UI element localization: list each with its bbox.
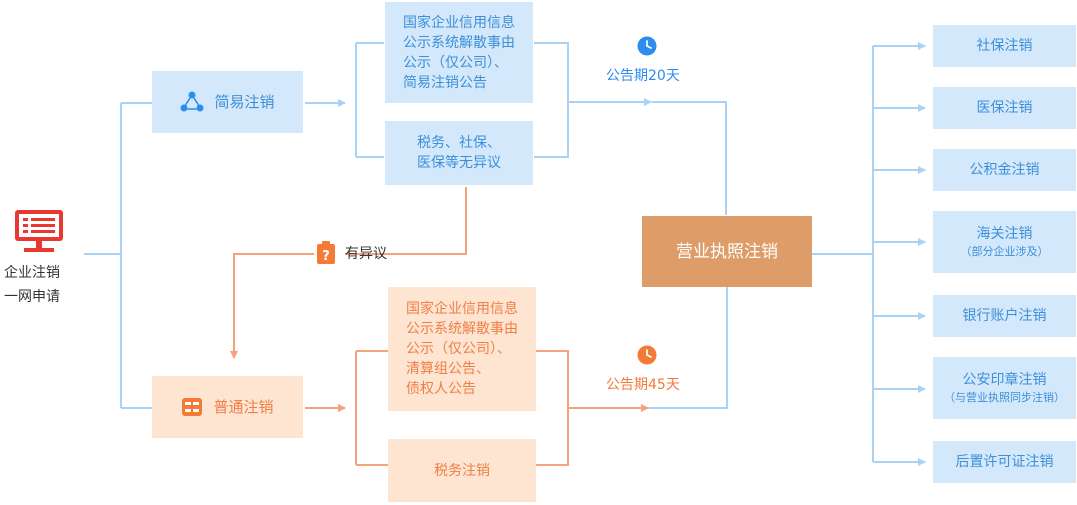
objection-label: 有异议 — [345, 246, 387, 262]
svg-text:?: ? — [322, 249, 330, 264]
process-icon — [181, 396, 203, 418]
outcome-label: 社保注销 — [976, 38, 1033, 54]
outcome-social-insurance[interactable]: 社保注销 — [933, 25, 1076, 67]
ordinary-cancellation-label: 普通注销 — [213, 398, 274, 416]
outcome-sublabel: （与营业执照同步注销） — [944, 391, 1065, 404]
outcome-post-license[interactable]: 后置许可证注销 — [933, 441, 1076, 483]
outcome-label: 海关注销 — [976, 226, 1033, 242]
outcome-police-seal[interactable]: 公安印章注销 （与营业执照同步注销） — [933, 357, 1076, 419]
start-label-line2: 一网申请 — [4, 289, 60, 305]
no-objection-box: 税务、社保、 医保等无异议 — [385, 121, 533, 185]
outcome-label: 公安印章注销 — [962, 372, 1047, 388]
clock-icon — [637, 36, 657, 60]
simple-notice-text: 国家企业信用信息 公示系统解散事由 公示（仅公司）、 简易注销公告 — [403, 14, 515, 91]
outcome-housing-fund[interactable]: 公积金注销 — [933, 149, 1076, 191]
start-label-line1: 企业注销 — [4, 265, 60, 281]
outcome-bank-account[interactable]: 银行账户注销 — [933, 295, 1076, 337]
simple-cancellation-box[interactable]: 简易注销 — [152, 71, 303, 133]
tax-cancellation-box: 税务注销 — [388, 439, 536, 502]
outcome-label: 公积金注销 — [969, 162, 1040, 178]
outcome-medical-insurance[interactable]: 医保注销 — [933, 87, 1076, 129]
outcome-sublabel: （部分企业涉及） — [960, 245, 1049, 258]
outcome-customs[interactable]: 海关注销 （部分企业涉及） — [933, 211, 1076, 273]
simple-notice-box: 国家企业信用信息 公示系统解散事由 公示（仅公司）、 简易注销公告 — [385, 2, 533, 103]
ordinary-period-label: 公告期45天 — [606, 377, 680, 393]
outcome-label: 后置许可证注销 — [955, 454, 1054, 470]
simple-cancellation-label: 简易注销 — [214, 93, 275, 111]
license-cancellation-label: 营业执照注销 — [676, 241, 778, 262]
outcome-label: 医保注销 — [976, 100, 1033, 116]
outcome-label: 银行账户注销 — [962, 308, 1047, 324]
nodes-icon — [180, 91, 204, 113]
clipboard-question-icon: ? — [316, 241, 336, 269]
ordinary-cancellation-box[interactable]: 普通注销 — [152, 376, 303, 438]
no-objection-text: 税务、社保、 医保等无异议 — [417, 135, 501, 171]
monitor-icon — [14, 208, 64, 254]
clock-icon — [637, 345, 657, 369]
ordinary-notice-text: 国家企业信用信息 公示系统解散事由 公示（仅公司）、 清算组公告、 债权人公告 — [406, 301, 518, 397]
ordinary-notice-box: 国家企业信用信息 公示系统解散事由 公示（仅公司）、 清算组公告、 债权人公告 — [388, 287, 536, 411]
simple-period-label: 公告期20天 — [606, 68, 680, 84]
license-cancellation-box[interactable]: 营业执照注销 — [642, 216, 812, 287]
tax-cancellation-text: 税务注销 — [434, 462, 490, 479]
